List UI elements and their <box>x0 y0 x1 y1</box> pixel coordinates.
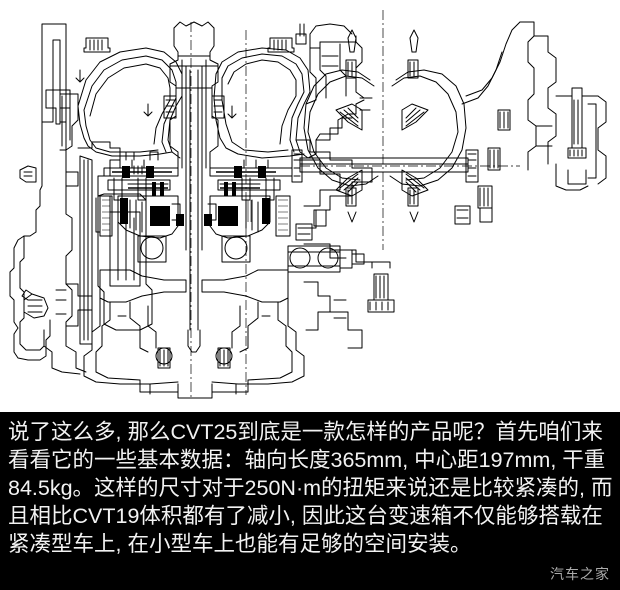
caption-paragraph: 说了这么多, 那么CVT25到底是一款怎样的产品呢？首先咱们来看看它的一些基本数… <box>8 420 613 556</box>
transfer-gear-block <box>295 23 353 45</box>
differential-assembly <box>291 29 479 223</box>
converter-shell-left <box>75 37 183 159</box>
valve-body-and-pan <box>83 269 305 399</box>
output-bearing-cluster <box>287 245 365 273</box>
pulley-detail-hatching <box>121 200 252 226</box>
cvt-cross-section-drawing: .ln { fill:none; stroke:#000; stroke-wid… <box>9 10 607 400</box>
upper-ribs <box>295 97 471 241</box>
autohome-watermark: 汽车之家 <box>550 567 610 583</box>
primary-pulley-assembly <box>95 151 179 263</box>
case-lower-left <box>21 283 93 375</box>
cvt-cross-section-svg: .ln { fill:none; stroke:#000; stroke-wid… <box>9 10 607 400</box>
right-housing-flange <box>461 21 607 223</box>
housing-dome-right <box>213 37 311 159</box>
caption-band: 说了这么多, 那么CVT25到底是一款怎样的产品呢？首先咱们来看看它的一些基本数… <box>0 412 620 590</box>
